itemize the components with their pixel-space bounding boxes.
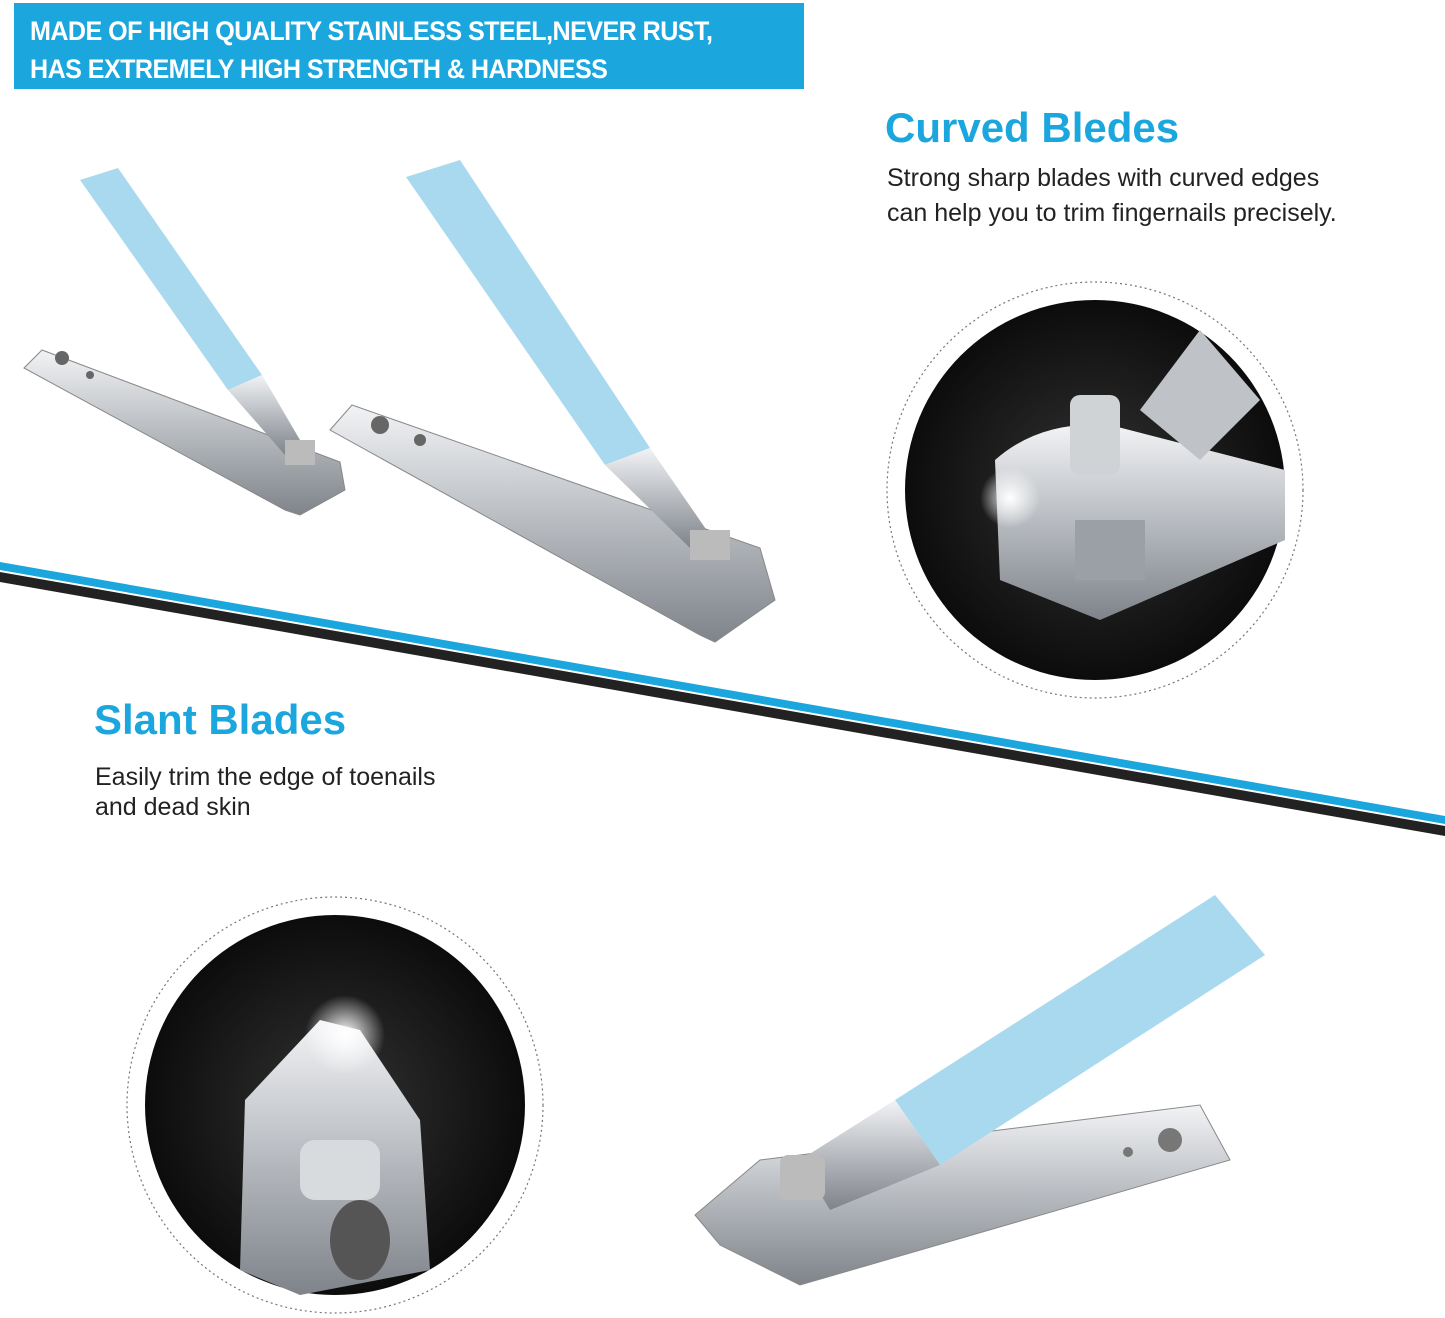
slant-desc-line-2: and dead skin <box>95 793 251 821</box>
banner-line-2: HAS EXTREMELY HIGH STRENGTH & HARDNESS <box>30 54 608 84</box>
curved-desc-line-1: Strong sharp blades with curved edges <box>887 164 1320 192</box>
curved-desc-line-2: can help you to trim fingernails precise… <box>887 199 1337 227</box>
curved-blade-closeup <box>886 281 1304 699</box>
curved-blades-description: Strong sharp blades with curved edges ca… <box>887 161 1337 231</box>
material-banner: MADE OF HIGH QUALITY STAINLESS STEEL,NEV… <box>14 3 804 89</box>
slant-desc-line-1: Easily trim the edge of toenails <box>95 763 436 791</box>
curved-blades-title: Curved Bledes <box>885 104 1180 151</box>
bottom-clipper-image <box>694 895 1265 1286</box>
slant-blades-title: Slant Blades <box>94 696 347 743</box>
diagonal-divider <box>0 562 1445 836</box>
slant-blade-closeup <box>126 896 544 1314</box>
large-clipper-image <box>329 160 776 643</box>
slant-blades-description: Easily trim the edge of toenails and dea… <box>95 762 435 822</box>
small-clipper-image <box>23 168 346 516</box>
banner-line-1: MADE OF HIGH QUALITY STAINLESS STEEL,NEV… <box>30 16 713 46</box>
